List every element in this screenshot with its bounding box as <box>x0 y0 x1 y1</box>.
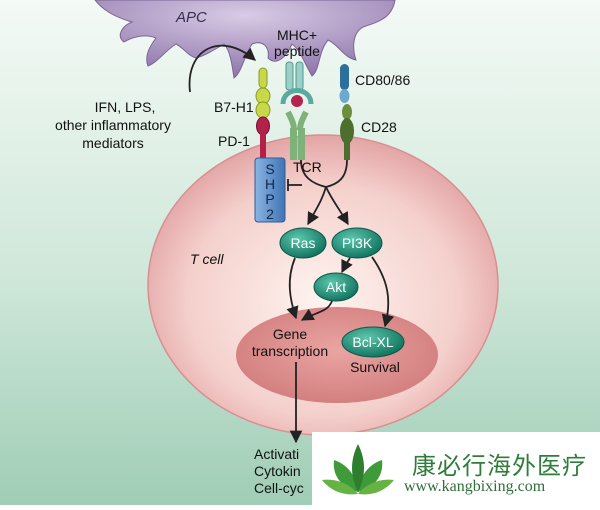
akt-label: Akt <box>326 279 346 295</box>
apc-cell <box>94 0 396 79</box>
tcr-label: TCR <box>293 159 322 175</box>
shp2-digit-2: 2 <box>266 206 274 222</box>
outcome-label-line3: Cell-cyc <box>254 480 304 496</box>
pathway-arrows <box>286 256 395 444</box>
cd80-86-label: CD80/86 <box>355 72 410 88</box>
cd80-86-ligand <box>339 64 350 103</box>
ifn-label-line3: mediators <box>82 135 143 151</box>
watermark: 康必行海外医疗 www.kangbixing.com <box>312 432 600 505</box>
bclxl-label: Bcl-XL <box>352 334 393 350</box>
mhc-peptide-complex <box>280 61 314 107</box>
ras-node <box>279 227 327 259</box>
survival-label: Survival <box>350 359 400 375</box>
apc-label: APC <box>175 9 207 26</box>
pi3k-label: PI3K <box>342 235 373 251</box>
akt-node <box>313 272 359 302</box>
t-cell-label: T cell <box>190 251 224 267</box>
shp2-box <box>254 157 286 223</box>
gene-label-line2: transcription <box>252 343 328 359</box>
bclxl-node <box>341 326 405 358</box>
ras-label: Ras <box>291 235 316 251</box>
shp2-letter-s: S <box>265 161 274 177</box>
b7-h1-label: B7-H1 <box>214 99 254 115</box>
cd28-receptor <box>340 104 354 160</box>
outcome-label-line1: Activati <box>254 446 299 462</box>
pd-1-receptor <box>256 116 270 162</box>
shp2-letter-h: H <box>265 176 275 192</box>
shp2-letter-p: P <box>265 191 274 207</box>
outcome-label-line2: Cytokin <box>254 463 301 479</box>
ifn-label-line2: other inflammatory <box>55 117 171 133</box>
tcr-receptor <box>285 110 309 160</box>
mhc-label-line1: MHC+ <box>277 27 317 43</box>
signal-convergence <box>300 159 349 226</box>
gene-label-line1: Gene <box>273 326 307 342</box>
b7-h1-ligand <box>255 67 271 119</box>
lotus-logo-icon <box>322 444 394 495</box>
mhc-label-line2: peptide <box>274 43 320 59</box>
shp2-inhibition <box>287 179 302 191</box>
pi3k-node <box>331 227 383 259</box>
watermark-url: www.kangbixing.com <box>404 478 546 495</box>
cd28-label: CD28 <box>361 119 397 135</box>
pd-1-label: PD-1 <box>218 133 250 149</box>
ifn-label-line1: IFN, LPS, <box>95 99 156 115</box>
ifn-arrow <box>188 44 256 93</box>
watermark-name: 康必行海外医疗 <box>412 452 587 480</box>
